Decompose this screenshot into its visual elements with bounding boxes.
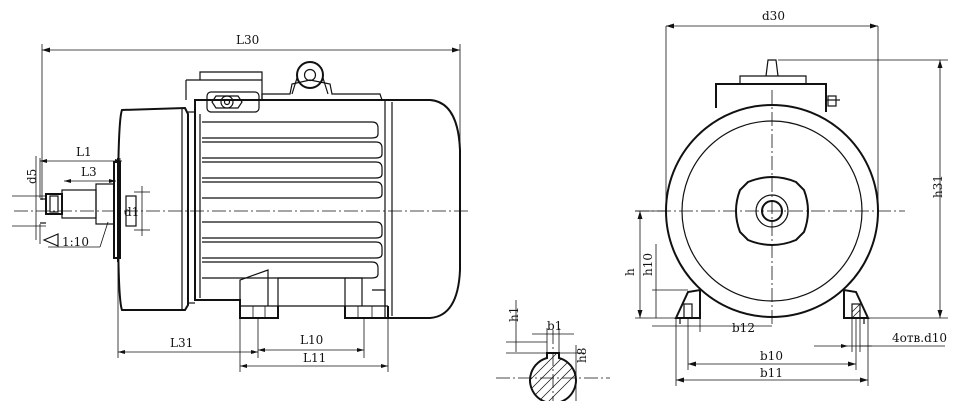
dim-h31: h31 [931, 175, 945, 198]
dim-holes: 4отв.d10 [892, 331, 947, 345]
side-view: L30 L1 L3 d5 d1 1:10 L31 [12, 33, 470, 372]
dim-b12: b12 [732, 321, 755, 335]
dim-h8: h8 [575, 348, 589, 363]
front-view: d30 h31 h h10 b12 b10 b11 [623, 9, 948, 386]
dim-h10: h10 [641, 253, 655, 276]
dim-b1: b1 [547, 319, 562, 333]
shaft-section: h1 b1 h8 [496, 300, 610, 401]
dim-L3: L3 [81, 165, 97, 179]
dim-L30: L30 [236, 33, 259, 47]
cooling-fins [202, 121, 383, 279]
dim-taper: 1:10 [62, 235, 89, 249]
dim-h1: h1 [507, 307, 521, 322]
dim-d5: d5 [25, 169, 39, 184]
dim-h: h [623, 268, 637, 276]
dim-b11: b11 [760, 366, 783, 380]
dim-L31: L31 [170, 336, 193, 350]
dim-L1: L1 [76, 145, 92, 159]
dim-L10: L10 [300, 333, 323, 347]
dim-L11: L11 [303, 351, 326, 365]
dim-d1: d1 [124, 205, 139, 219]
dim-b10: b10 [760, 349, 783, 363]
dim-d30: d30 [762, 9, 785, 23]
